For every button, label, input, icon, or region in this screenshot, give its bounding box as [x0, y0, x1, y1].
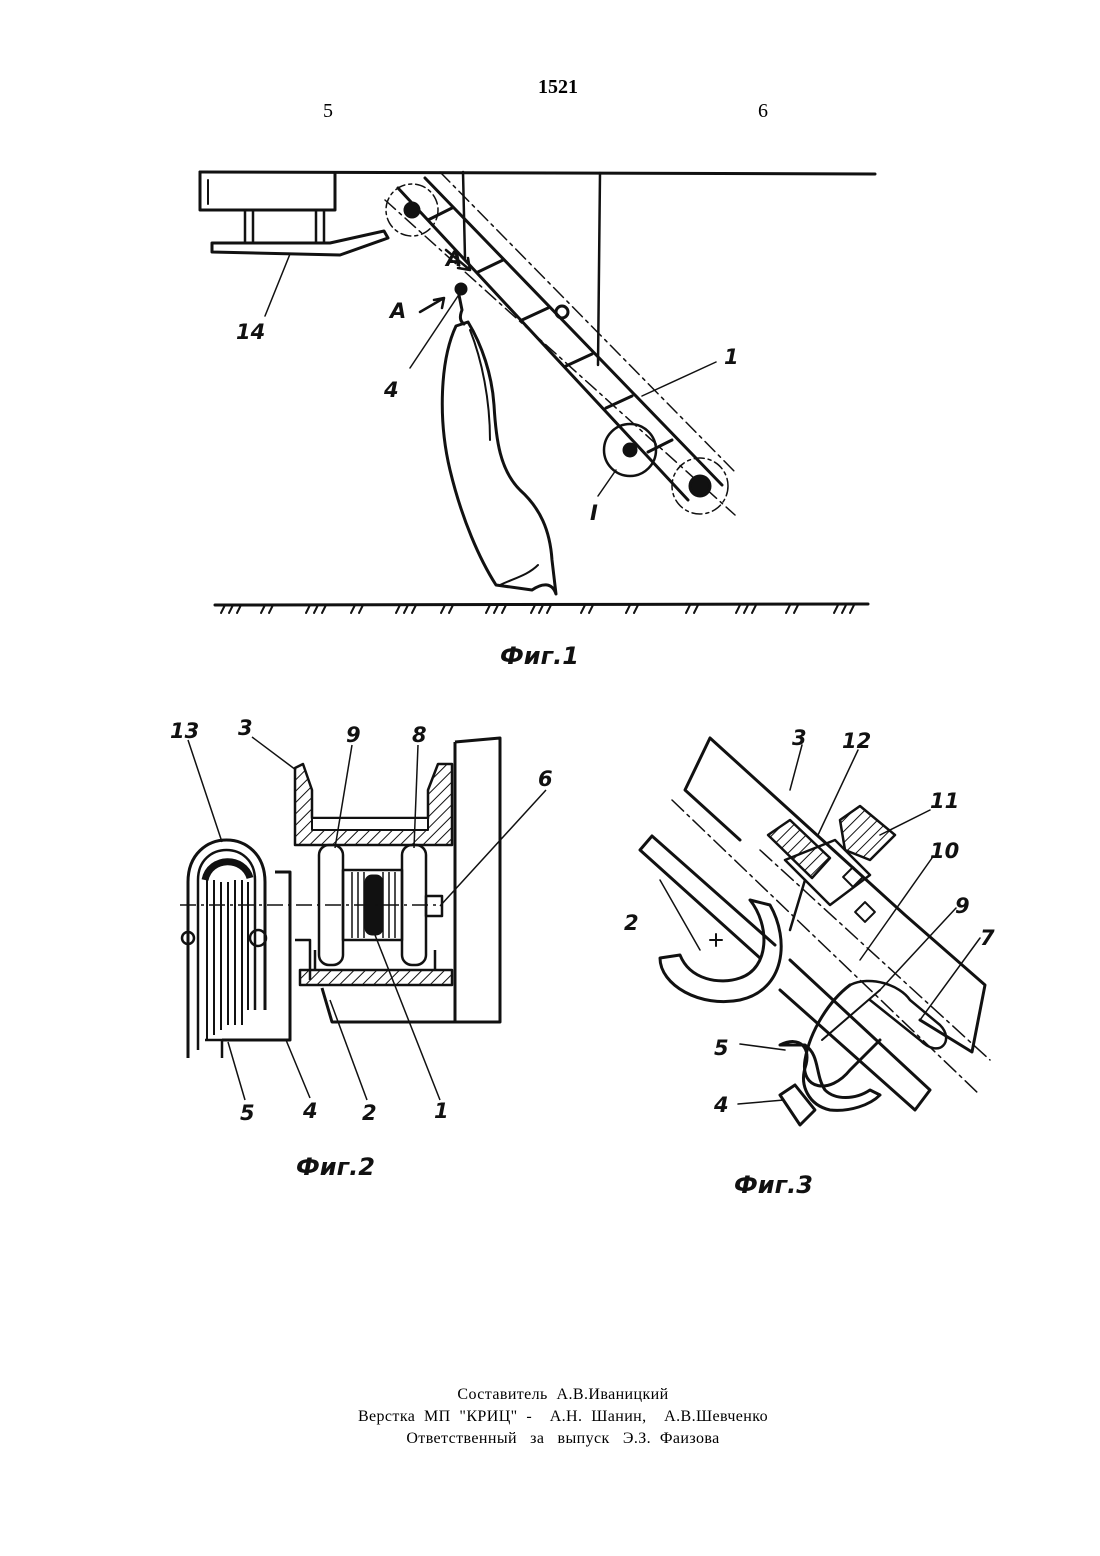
carcass — [442, 322, 556, 594]
fig1-label-A-left: A — [388, 299, 406, 323]
fig1-label-14: 14 — [236, 320, 265, 344]
fig1-caption: Фиг.1 — [500, 642, 579, 670]
fig3-label-2: 2 — [624, 911, 639, 935]
channel-3 — [295, 764, 452, 845]
fig2-label-6: 6 — [538, 767, 553, 791]
fig2-label-9: 9 — [346, 723, 361, 747]
ceiling-line — [200, 172, 875, 174]
inclined-conveyor-1 — [385, 172, 735, 515]
fig1-label-I: I — [590, 501, 598, 525]
fig2-caption: Фиг.2 — [296, 1153, 375, 1181]
fig2-label-4: 4 — [302, 1099, 318, 1123]
fig1-label-A-top: A — [444, 247, 462, 271]
fig2-label-3: 3 — [238, 716, 253, 740]
suspension-pack-13 — [182, 840, 266, 1058]
beam-3 — [685, 738, 985, 1052]
fig1-label-4: 4 — [383, 378, 399, 402]
guide-rail-14 — [212, 231, 388, 255]
pin-4 — [780, 1085, 815, 1125]
figure-3-labels: 3 12 11 10 9 7 2 5 4 Фиг.3 — [624, 726, 995, 1199]
fig3-label-11: 11 — [930, 789, 959, 813]
guide-2 — [640, 836, 775, 958]
figure-2 — [180, 737, 546, 1100]
footer-credits: Составитель А.В.Иваницкий Верстка МП "КР… — [0, 1384, 1100, 1450]
fig2-label-8: 8 — [412, 723, 427, 747]
bolt-6 — [426, 896, 442, 916]
floor-line — [215, 604, 868, 605]
figure-1-labels: 14 4 1 I A A Фиг.1 — [236, 247, 739, 670]
channel-2 — [300, 970, 452, 985]
figure-1 — [200, 172, 875, 613]
fig3-label-9: 9 — [955, 894, 970, 918]
shaft-9 — [850, 981, 946, 1048]
fig3-label-5: 5 — [714, 1036, 729, 1060]
ceiling-beam — [200, 172, 335, 210]
fig2-label-2: 2 — [362, 1101, 377, 1125]
hook-c — [660, 900, 781, 1002]
fig3-caption: Фиг.3 — [734, 1171, 813, 1199]
hook-5 — [780, 1042, 880, 1111]
fig1-label-1: 1 — [724, 345, 739, 369]
fig3-label-4: 4 — [713, 1093, 729, 1117]
fig3-label-12: 12 — [842, 729, 871, 753]
fig3-label-10: 10 — [930, 839, 959, 863]
fig3-label-7: 7 — [980, 926, 995, 950]
fig2-label-1: 1 — [434, 1099, 449, 1123]
fig3-label-3: 3 — [792, 726, 807, 750]
fig2-label-5: 5 — [240, 1101, 255, 1125]
footer-responsible: Ответственный за выпуск Э.З. Фаизова — [0, 1428, 1100, 1450]
footer-compiler: Составитель А.В.Иваницкий — [0, 1384, 1100, 1406]
fig2-label-13: 13 — [170, 719, 199, 743]
footer-layout: Верстка МП "КРИЦ" - А.Н. Шанин, А.В.Шевч… — [0, 1406, 1100, 1428]
